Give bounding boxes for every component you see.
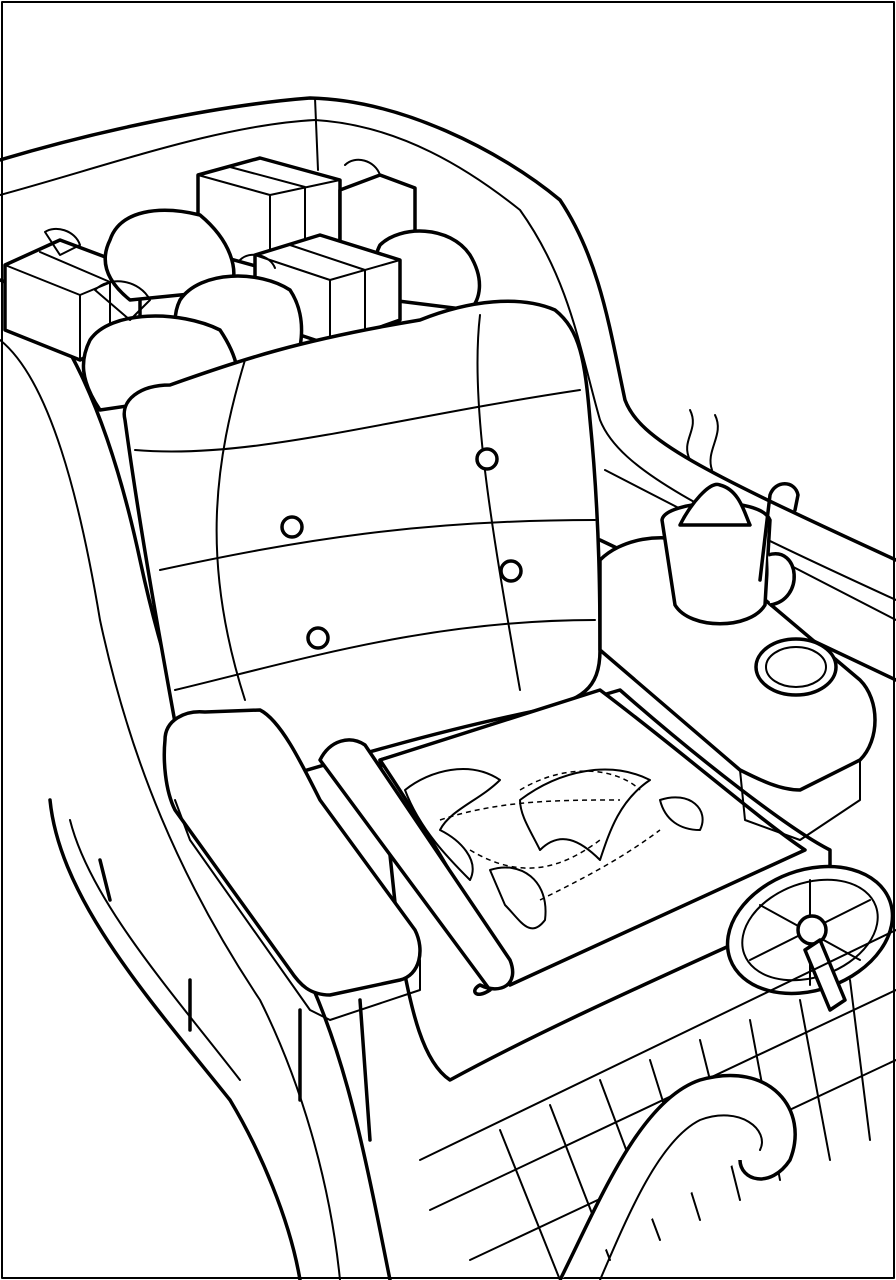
gift-sack <box>103 208 236 302</box>
whipped-cream <box>678 482 752 527</box>
left-armrest <box>98 708 422 1142</box>
runner-inner <box>599 1114 763 1280</box>
steam <box>686 409 719 471</box>
tuft-button <box>280 515 304 539</box>
cocoa-mug <box>660 501 772 626</box>
tuft-button <box>475 447 499 471</box>
candy-cane <box>758 482 800 582</box>
world-map-scroll <box>318 688 807 996</box>
tuft-button <box>499 559 523 583</box>
steering-wheel <box>725 864 895 1012</box>
gifts-and-sacks <box>3 156 482 412</box>
sleigh-runner <box>558 1073 797 1280</box>
mug-handle <box>767 552 796 607</box>
sleigh-body <box>0 96 896 1280</box>
right-armrest <box>598 409 877 841</box>
tuft-button <box>306 626 330 650</box>
